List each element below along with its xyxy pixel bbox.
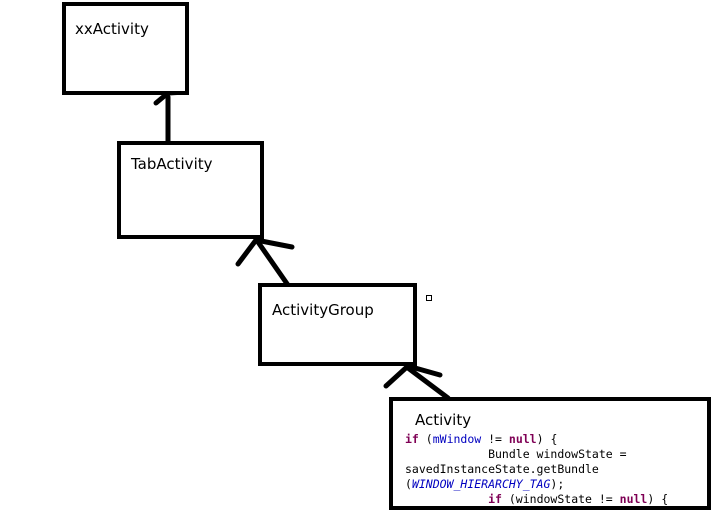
arrowhead-group xyxy=(383,363,443,389)
arrow-group-to-tab xyxy=(255,239,293,291)
node-label: Activity xyxy=(415,411,472,429)
code-line: Bundle windowState = xyxy=(405,447,627,461)
code-field: mWindow xyxy=(432,432,482,446)
code-text: ( xyxy=(418,432,433,446)
node-label: ActivityGroup xyxy=(272,301,374,319)
code-constant: WINDOW_HIERARCHY_TAG xyxy=(411,477,551,491)
code-text: ) { xyxy=(647,492,669,506)
code-keyword: null xyxy=(619,492,648,506)
node-tab-activity: TabActivity xyxy=(117,141,264,239)
code-text: ) { xyxy=(536,432,558,446)
code-keyword: null xyxy=(508,432,537,446)
code-text: != xyxy=(481,432,509,446)
code-indent xyxy=(405,492,488,506)
code-line: savedInstanceState.getBundle xyxy=(405,462,599,476)
code-keyword: if xyxy=(405,432,419,446)
stray-mark xyxy=(426,295,432,301)
code-text: (windowState != xyxy=(501,492,620,506)
node-xx-activity: xxActivity xyxy=(62,2,189,95)
node-label: xxActivity xyxy=(75,20,149,38)
code-text: ); xyxy=(550,477,565,491)
arrow-activity-to-group xyxy=(405,365,451,401)
arrowhead-tab xyxy=(235,237,295,267)
code-snippet: if (mWindow != null) { Bundle windowStat… xyxy=(405,432,669,506)
node-activity-group: ActivityGroup xyxy=(258,283,417,366)
code-text: ( xyxy=(405,477,412,491)
code-keyword: if xyxy=(488,492,502,506)
node-activity: Activity if (mWindow != null) { Bundle w… xyxy=(389,397,711,510)
node-label: TabActivity xyxy=(131,155,213,173)
